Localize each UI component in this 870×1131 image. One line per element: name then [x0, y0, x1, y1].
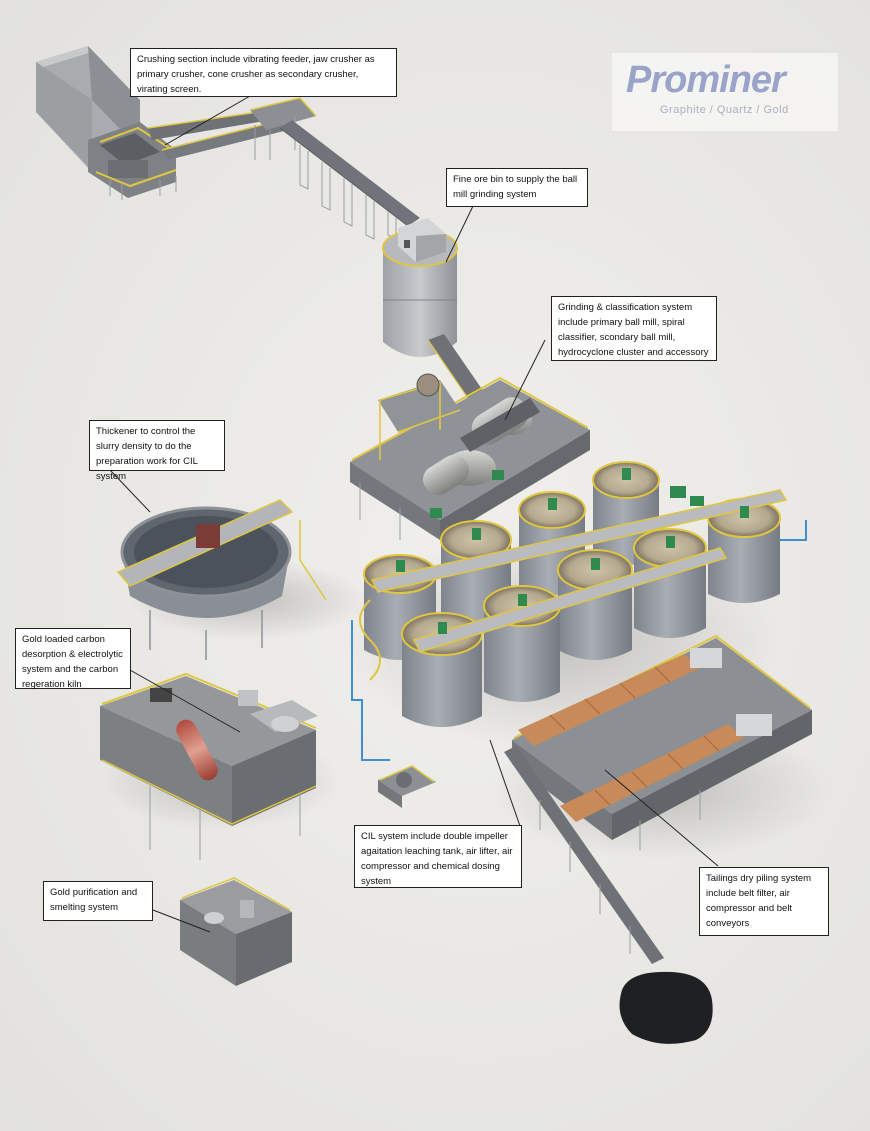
- callout-desorption: Gold loaded carbon desorption & electrol…: [15, 628, 131, 690]
- cil-tank-farm: [359, 461, 788, 727]
- callout-crushing: Crushing section include vibrating feede…: [130, 48, 397, 97]
- tailings-building: [512, 634, 812, 850]
- slurry-pipes: [351, 520, 807, 761]
- crushing-plant: [36, 46, 317, 200]
- pump-unit: [378, 765, 436, 808]
- conveyor-to-grinding: [427, 334, 488, 405]
- tailings-conveyor: [504, 746, 664, 964]
- callout-tailings: Tailings dry piling system include belt …: [699, 867, 829, 936]
- desorption-building: [100, 672, 318, 860]
- thickener: [116, 499, 327, 660]
- callout-thickener: Thickener to control the slurry density …: [89, 420, 225, 482]
- callout-leader-lines: [109, 95, 719, 933]
- callout-ore-bin: Fine ore bin to supply the ball mill gri…: [446, 168, 588, 207]
- fine-ore-bin: [382, 218, 458, 357]
- brand-tagline: Graphite / Quartz / Gold: [660, 104, 789, 116]
- conveyor-to-ore-bin: [279, 120, 420, 240]
- brand-logo: Prominer Graphite / Quartz / Gold: [612, 53, 838, 131]
- smelting-building: [180, 877, 292, 986]
- callout-smelting: Gold purification and smelting system: [43, 881, 153, 921]
- brand-wordmark: Prominer: [626, 59, 786, 101]
- callout-grinding: Grinding & classification system include…: [551, 296, 717, 361]
- grinding-platform: [350, 373, 704, 540]
- callout-cil: CIL system include double impeller agait…: [354, 825, 522, 888]
- tailings-stockpile: [619, 971, 713, 1044]
